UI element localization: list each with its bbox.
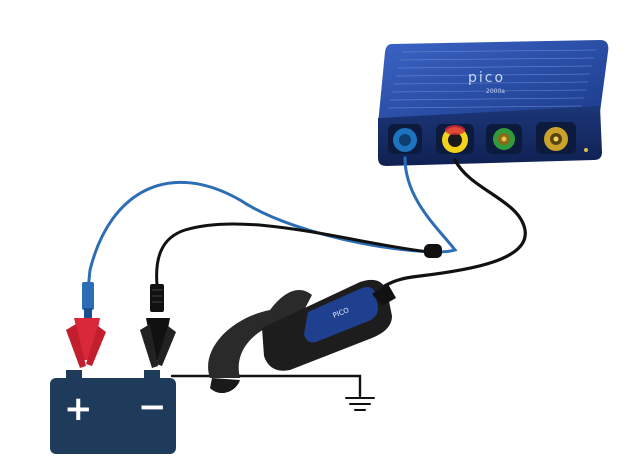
battery-positive-label: + xyxy=(64,389,93,429)
probe-splitter xyxy=(424,244,442,258)
clamp-jaw-lower xyxy=(210,378,240,394)
red-probe-clip xyxy=(66,282,106,368)
channel-a-connector xyxy=(388,124,422,154)
wires xyxy=(86,156,527,398)
battery-terminal-positive xyxy=(66,370,82,380)
scope-model: 2000a xyxy=(486,88,505,95)
black-ground-clip xyxy=(140,284,176,368)
ground-icon xyxy=(345,397,375,411)
oscilloscope: pico 2000a xyxy=(378,40,609,166)
battery-negative-label: − xyxy=(138,387,167,427)
battery-body xyxy=(50,378,176,454)
blue-probe-wire xyxy=(86,156,458,292)
scope-brand: pico xyxy=(468,70,505,86)
current-clamp: PICO xyxy=(208,279,396,394)
battery: + − xyxy=(50,370,176,454)
battery-terminal-negative xyxy=(144,370,160,380)
channel-d-connector xyxy=(536,122,576,154)
scope-grille xyxy=(387,49,597,109)
clamp-cable xyxy=(376,158,527,292)
scope-led xyxy=(584,148,588,152)
clamp-jaw xyxy=(208,290,312,378)
channel-c-connector xyxy=(486,124,522,154)
clamp-label-panel xyxy=(304,287,378,343)
channel-b-connector xyxy=(436,124,474,154)
clamp-cable-boot xyxy=(372,284,396,306)
scope-top-face xyxy=(378,40,609,124)
ground-strap xyxy=(170,374,362,398)
black-ground-wire xyxy=(155,222,432,287)
